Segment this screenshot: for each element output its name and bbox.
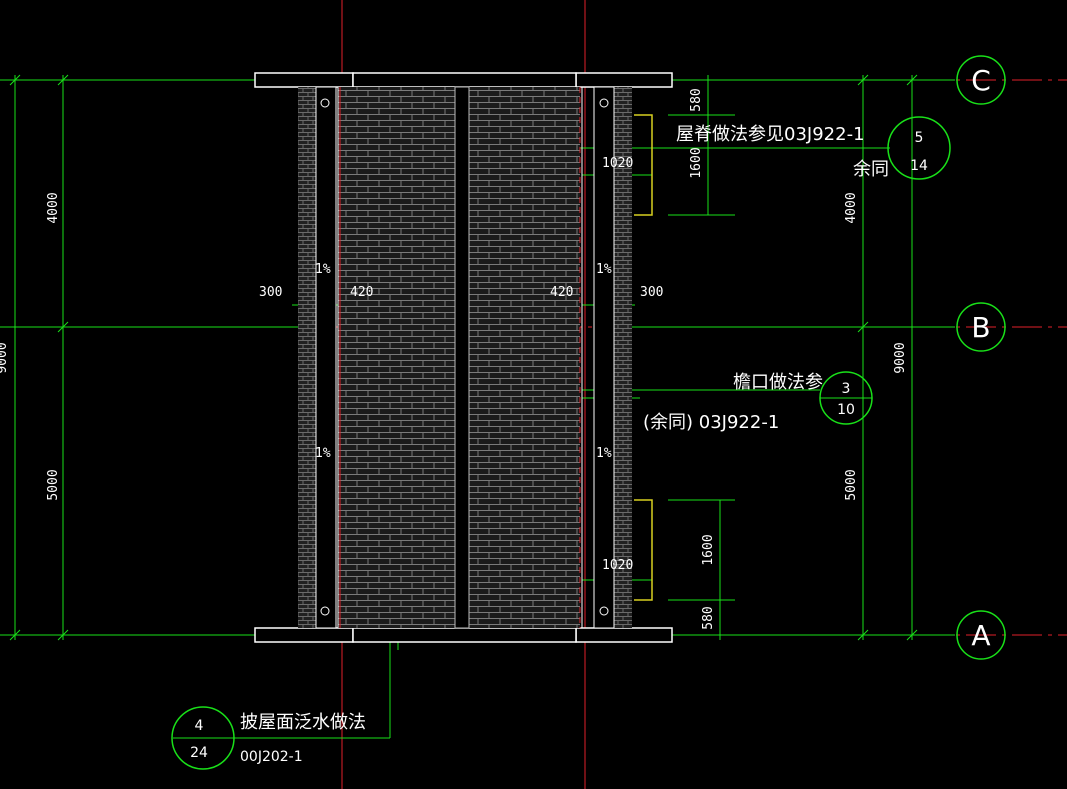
slope-label: 1% <box>315 262 331 277</box>
dim-left-5000: 5000 <box>46 469 61 500</box>
dim-bot-1600: 1600 <box>701 534 716 565</box>
dim-left-4000: 4000 <box>46 192 61 223</box>
eave-note: 檐口做法参 <box>733 372 823 393</box>
svg-text:B: B <box>971 311 990 344</box>
ridge-detail-ref: 5 14 <box>887 116 951 180</box>
dim-right-total: 9000 <box>893 342 908 373</box>
axis-bubble-c: C <box>956 55 1006 105</box>
flash-detail-ref: 4 24 <box>171 706 235 770</box>
dim-bot-1020: 1020 <box>602 558 633 573</box>
svg-text:4: 4 <box>195 718 204 734</box>
dim-right-5000: 5000 <box>844 469 859 500</box>
svg-text:C: C <box>971 64 991 97</box>
svg-text:A: A <box>971 619 990 652</box>
dim-top-580: 580 <box>689 88 704 111</box>
axis-bubble-b: B <box>956 302 1006 352</box>
svg-text:24: 24 <box>190 745 208 761</box>
flash-code: 00J202-1 <box>240 749 303 765</box>
eave-detail-ref: 3 10 <box>819 371 873 425</box>
slope-label: 1% <box>596 446 612 461</box>
svg-text:3: 3 <box>842 381 851 397</box>
roof-plan <box>254 72 673 643</box>
dim-left-total: 9000 <box>0 342 10 373</box>
slope-label: 1% <box>596 262 612 277</box>
svg-text:5: 5 <box>915 130 924 146</box>
axis-bubble-a: A <box>956 610 1006 660</box>
flash-note: 披屋面泛水做法 <box>240 712 366 733</box>
grid-lines-green <box>0 74 955 739</box>
dim-top-1020: 1020 <box>602 156 633 171</box>
dim-420-left: 420 <box>350 285 373 300</box>
slope-label: 1% <box>315 446 331 461</box>
dim-top-1600: 1600 <box>689 147 704 178</box>
dim-420-right: 420 <box>550 285 573 300</box>
svg-text:14: 14 <box>910 158 928 174</box>
flashing-brackets <box>634 114 653 601</box>
svg-text:10: 10 <box>837 402 855 418</box>
dim-300-left: 300 <box>259 285 282 300</box>
dim-bot-580: 580 <box>701 606 716 629</box>
dim-right-4000: 4000 <box>844 192 859 223</box>
dim-300-right: 300 <box>640 285 663 300</box>
ridge-note: 屋脊做法参见03J922-1 <box>676 124 865 145</box>
eave-note-same: (余同) 03J922-1 <box>643 412 779 433</box>
ridge-note-same: 余同 <box>853 159 889 180</box>
